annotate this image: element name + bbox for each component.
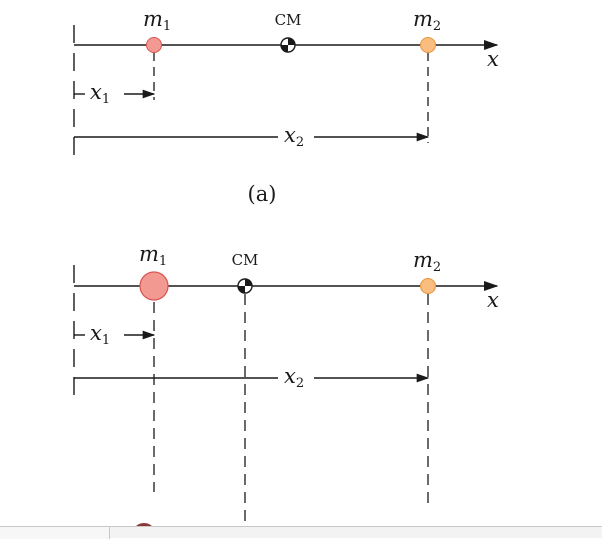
label-cm-b: CM	[232, 251, 259, 269]
mass-m2-b	[420, 278, 436, 294]
label-x2-b: x2	[284, 364, 304, 391]
cm-symbol-a	[280, 37, 296, 53]
mass-m1-a	[146, 37, 162, 53]
panel-a: m1 CM m2 x x1 x2 (a)	[73, 7, 499, 206]
mass-m1-b	[139, 271, 169, 301]
label-m1-b: m1	[139, 242, 167, 269]
label-cm-a: CM	[275, 11, 302, 29]
bottom-bar-tab[interactable]	[0, 527, 110, 539]
caption-a: (a)	[248, 182, 277, 206]
label-m2-a: m2	[413, 7, 441, 34]
cm-symbol-b	[237, 278, 253, 294]
label-x2-a: x2	[284, 123, 304, 150]
label-m2-b: m2	[413, 248, 441, 275]
label-m1-a: m1	[143, 7, 171, 34]
label-x1-b: x1	[90, 321, 110, 348]
bottom-scroll-bar[interactable]	[0, 526, 602, 539]
label-axis-a: x	[487, 47, 499, 71]
panel-b: m1 CM m2 x x1 x2	[73, 242, 499, 538]
label-x1-a: x1	[90, 80, 110, 107]
label-axis-b: x	[487, 288, 499, 312]
mass-m2-a	[420, 37, 436, 53]
